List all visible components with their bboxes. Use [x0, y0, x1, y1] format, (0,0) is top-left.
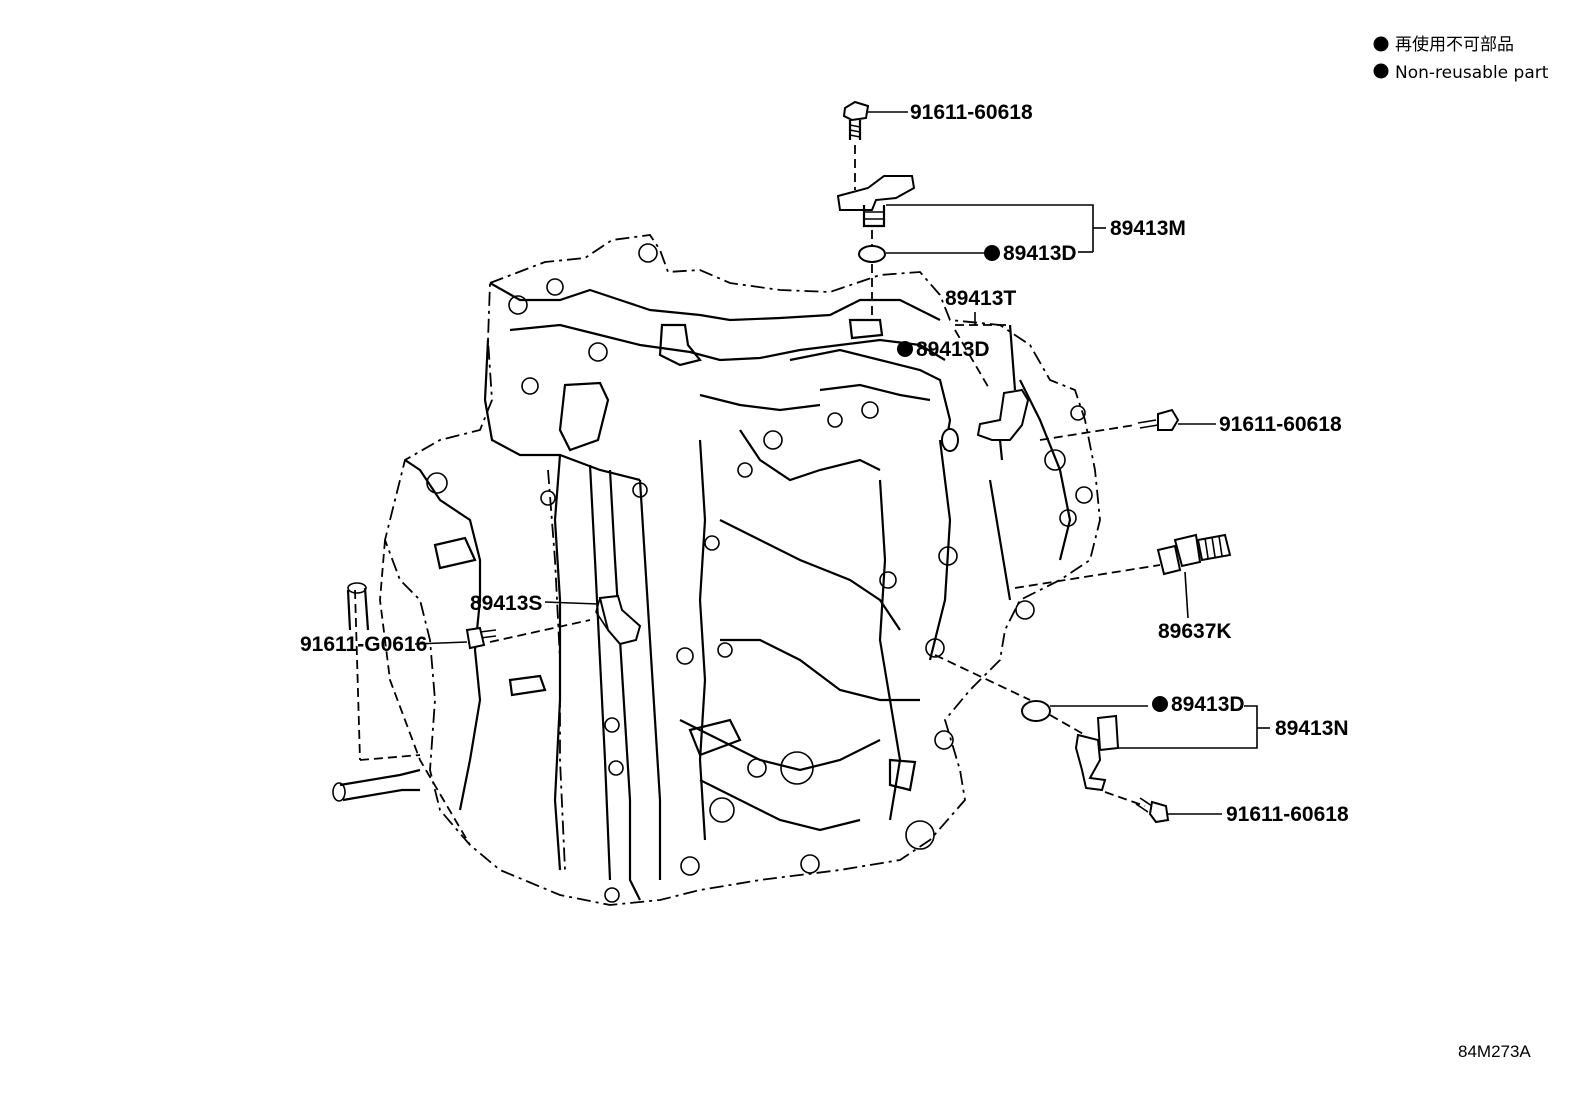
- transmission-housing-drawing: [332, 234, 1101, 906]
- leader-lines: [414, 111, 1270, 815]
- label-bolt-left: 91611-G0616: [300, 633, 427, 656]
- figure-code: 84M273A: [1458, 1042, 1531, 1061]
- label-sensor-n: 89413N: [1275, 717, 1349, 740]
- legend: 再使用不可部品 Non-reusable part: [1373, 34, 1549, 83]
- sensor-n-drawing: [934, 654, 1170, 824]
- sensor-k-drawing: [1014, 533, 1232, 589]
- non-reusable-marker-icon: [1373, 63, 1389, 79]
- label-oring-n: 89413D: [1171, 693, 1245, 716]
- non-reusable-marker-icon: [897, 341, 913, 357]
- legend-japanese: 再使用不可部品: [1395, 34, 1514, 55]
- non-reusable-marker-icon: [1373, 36, 1389, 52]
- non-reusable-marker-icon: [1152, 696, 1168, 712]
- part-labels: 91611-60618 89413M 89413D 89413T 89413D …: [300, 101, 1349, 826]
- label-bolt-bottom: 91611-60618: [1226, 803, 1349, 826]
- label-sensor-m: 89413M: [1110, 217, 1186, 240]
- label-oring-m: 89413D: [1003, 242, 1077, 265]
- label-bolt-right: 91611-60618: [1219, 413, 1342, 436]
- sensor-t-drawing: [941, 324, 1180, 461]
- label-bolt-top: 91611-60618: [910, 101, 1033, 124]
- label-sensor-s: 89413S: [470, 592, 542, 615]
- label-oring-t: 89413D: [916, 338, 990, 361]
- label-sensor-t: 89413T: [945, 287, 1016, 310]
- non-reusable-marker-icon: [984, 245, 1000, 261]
- label-sensor-k: 89637K: [1158, 620, 1232, 643]
- legend-english: Non-reusable part: [1395, 63, 1549, 83]
- sensor-m-drawing: [836, 100, 916, 318]
- sensor-s-drawing: [465, 594, 642, 650]
